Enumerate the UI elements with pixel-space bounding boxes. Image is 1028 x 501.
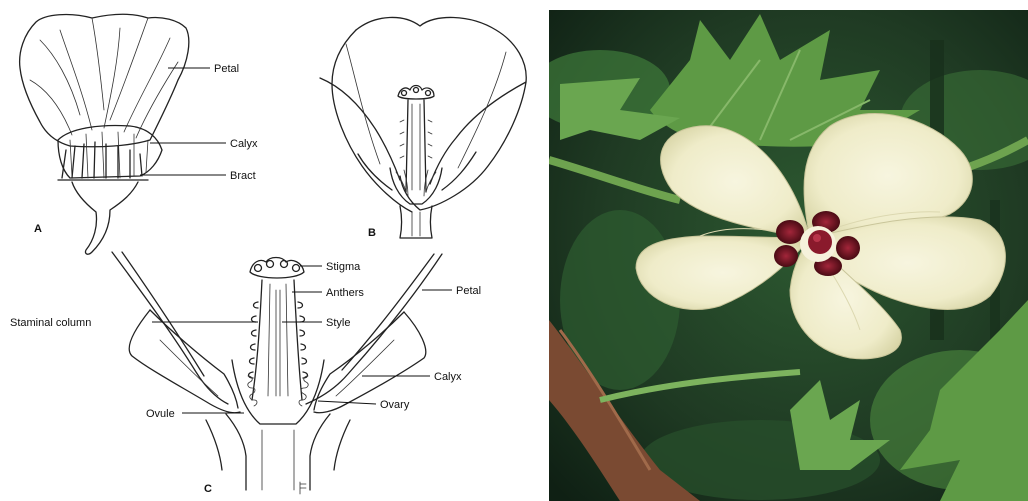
panel-c-letter: C <box>204 483 212 495</box>
label-c-ovule: Ovule <box>146 408 175 420</box>
panel-a-letter: A <box>34 223 42 235</box>
label-a-petal: Petal <box>214 63 239 75</box>
panel-b-drawing <box>320 17 526 238</box>
flower-diagram: Petal Calyx Bract A <box>10 14 526 495</box>
flower-photo <box>530 10 1028 501</box>
label-c-ovary: Ovary <box>380 399 410 411</box>
label-a-bract: Bract <box>230 170 256 182</box>
label-c-stigma: Stigma <box>326 261 361 273</box>
label-c-staminal-column: Staminal column <box>10 317 91 329</box>
panel-c-drawing <box>112 252 452 494</box>
label-c-petal: Petal <box>456 285 481 297</box>
panel-b-letter: B <box>368 227 376 239</box>
label-c-calyx: Calyx <box>434 371 462 383</box>
label-c-style: Style <box>326 317 350 329</box>
label-a-calyx: Calyx <box>230 138 258 150</box>
panel-a-drawing <box>20 14 226 254</box>
label-c-anthers: Anthers <box>326 287 364 299</box>
